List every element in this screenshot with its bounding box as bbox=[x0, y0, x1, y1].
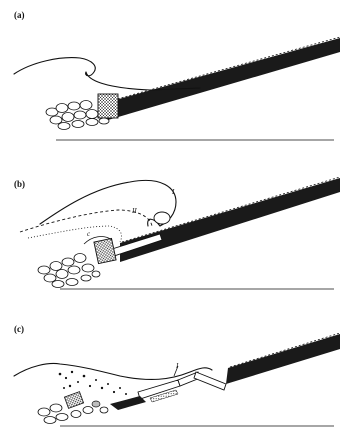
marker-I: I bbox=[175, 362, 179, 370]
panel-c: (c) bbox=[14, 324, 340, 426]
eroded-core bbox=[110, 396, 146, 410]
revetment-slab bbox=[108, 38, 340, 120]
panel-a-label: (a) bbox=[14, 10, 25, 20]
panel-b-label: (b) bbox=[14, 179, 25, 189]
slab-top-joints bbox=[122, 177, 340, 242]
panel-c-label: (c) bbox=[14, 324, 24, 334]
toe-rocks bbox=[38, 254, 100, 288]
slab-top-joints bbox=[110, 37, 340, 101]
air-pocket bbox=[154, 212, 170, 224]
marker-c: c bbox=[87, 230, 91, 238]
wave-profile bbox=[14, 364, 212, 380]
toe-block bbox=[98, 94, 118, 118]
debris-particles bbox=[59, 371, 127, 395]
marker-II: II bbox=[131, 207, 137, 215]
toe-block-displaced bbox=[94, 238, 116, 263]
panel-b: (b) I II c bbox=[14, 177, 340, 289]
toe-block-displaced bbox=[64, 392, 83, 409]
revetment-slab bbox=[226, 334, 340, 384]
displaced-slab-3 bbox=[194, 372, 226, 390]
panel-a: (a) bbox=[14, 10, 340, 140]
